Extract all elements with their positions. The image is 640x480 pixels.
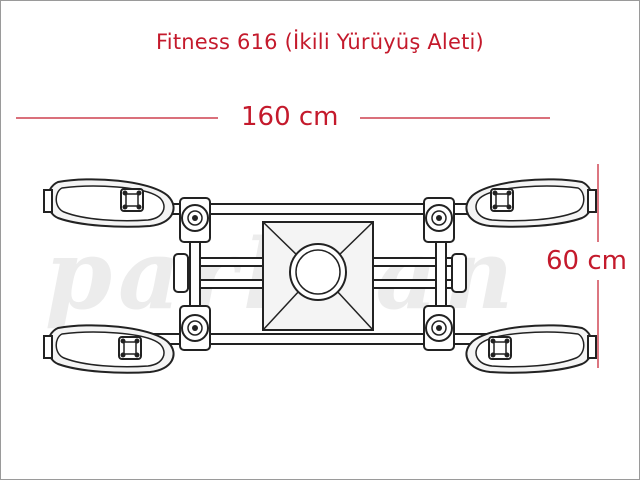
foot-pedal-bottom-left: [43, 324, 175, 374]
foot-pedal-top-left: [43, 178, 175, 228]
height-dimension-label: 60 cm: [546, 246, 627, 276]
foot-pedal-top-right: [465, 178, 597, 228]
central-base-plate: [262, 221, 374, 331]
product-title: Fitness 616 (İkili Yürüyüş Aleti): [156, 30, 484, 54]
cross-bar-end-caps: [173, 253, 467, 293]
foot-pedal-bottom-right: [465, 324, 597, 374]
width-dimension-label: 160 cm: [241, 102, 339, 132]
